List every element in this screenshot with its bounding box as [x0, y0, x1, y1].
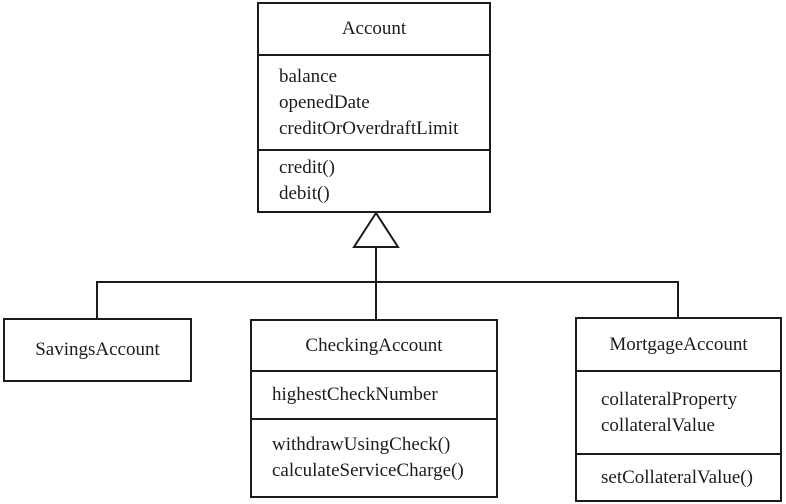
class-box-checking-account: CheckingAccount highestCheckNumber withd…: [250, 319, 498, 498]
class-box-savings-account: SavingsAccount: [3, 318, 192, 382]
class-box-account: Account balance openedDate creditOrOverd…: [257, 2, 491, 213]
connector-horizontal-line: [96, 281, 679, 283]
methods-section-mortgage-account: setCollateralValue(): [577, 453, 780, 500]
attributes-section-account: balance openedDate creditOrOverdraftLimi…: [259, 54, 489, 149]
attribute: balance: [279, 65, 338, 87]
attribute: collateralValue: [601, 414, 715, 436]
methods-section-account: credit() debit(): [259, 149, 489, 211]
inheritance-triangle-icon: [352, 211, 400, 248]
class-name-checking-account: CheckingAccount: [305, 334, 443, 356]
method: credit(): [279, 157, 335, 178]
method: debit(): [279, 183, 330, 204]
attribute: openedDate: [279, 91, 370, 113]
attribute: highestCheckNumber: [272, 384, 438, 405]
class-name-savings-account: SavingsAccount: [35, 339, 160, 360]
class-name-mortgage-account: MortgageAccount: [609, 333, 748, 355]
method: calculateServiceCharge(): [272, 460, 464, 481]
attribute: collateralProperty: [601, 388, 738, 410]
attribute: creditOrOverdraftLimit: [279, 117, 459, 139]
methods-section-checking-account: withdrawUsingCheck() calculateServiceCha…: [252, 418, 496, 496]
connector-trunk-line: [375, 247, 377, 319]
connector-savings-line: [96, 281, 98, 318]
class-box-mortgage-account: MortgageAccount collateralProperty colla…: [575, 317, 782, 502]
method: withdrawUsingCheck(): [272, 434, 451, 455]
attributes-section-checking-account: highestCheckNumber: [252, 370, 496, 418]
attributes-section-mortgage-account: collateralProperty collateralValue: [577, 370, 780, 453]
method: setCollateralValue(): [601, 466, 753, 488]
class-name-account: Account: [341, 18, 407, 39]
connector-mortgage-line: [677, 281, 679, 317]
